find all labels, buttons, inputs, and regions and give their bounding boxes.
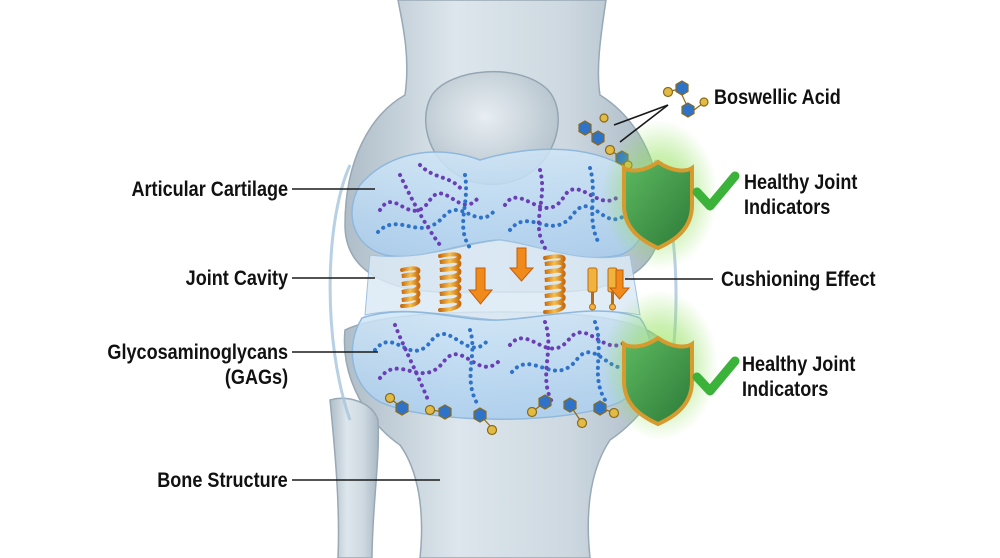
fibula-bone xyxy=(329,397,380,558)
upper-cartilage xyxy=(351,148,647,259)
label-articular-cartilage: Articular Cartilage xyxy=(131,178,288,201)
label-joint-cavity: Joint Cavity xyxy=(185,267,288,290)
label-cushioning-effect: Cushioning Effect xyxy=(721,268,876,291)
shield-icon xyxy=(622,159,694,251)
down-arrow-icon xyxy=(467,247,631,305)
shield-icon xyxy=(622,335,694,427)
label-healthy-joint-indicators-bottom: Healthy Joint Indicators xyxy=(742,353,856,401)
label-bone-structure: Bone Structure xyxy=(157,469,288,492)
cushion-springs xyxy=(400,252,566,314)
molecule-icon xyxy=(384,392,620,436)
label-glycosaminoglycans: Glycosaminoglycans (GAGs) xyxy=(107,341,288,389)
leader-lines xyxy=(292,104,713,481)
label-boswellic-acid: Boswellic Acid xyxy=(714,86,841,109)
label-healthy-joint-indicators-top: Healthy Joint Indicators xyxy=(744,171,858,219)
spring-icon xyxy=(543,254,566,314)
checkmark-icon xyxy=(692,171,740,211)
spring-icon xyxy=(438,252,462,312)
checkmark-icon xyxy=(692,356,740,396)
spring-icon xyxy=(400,266,421,308)
